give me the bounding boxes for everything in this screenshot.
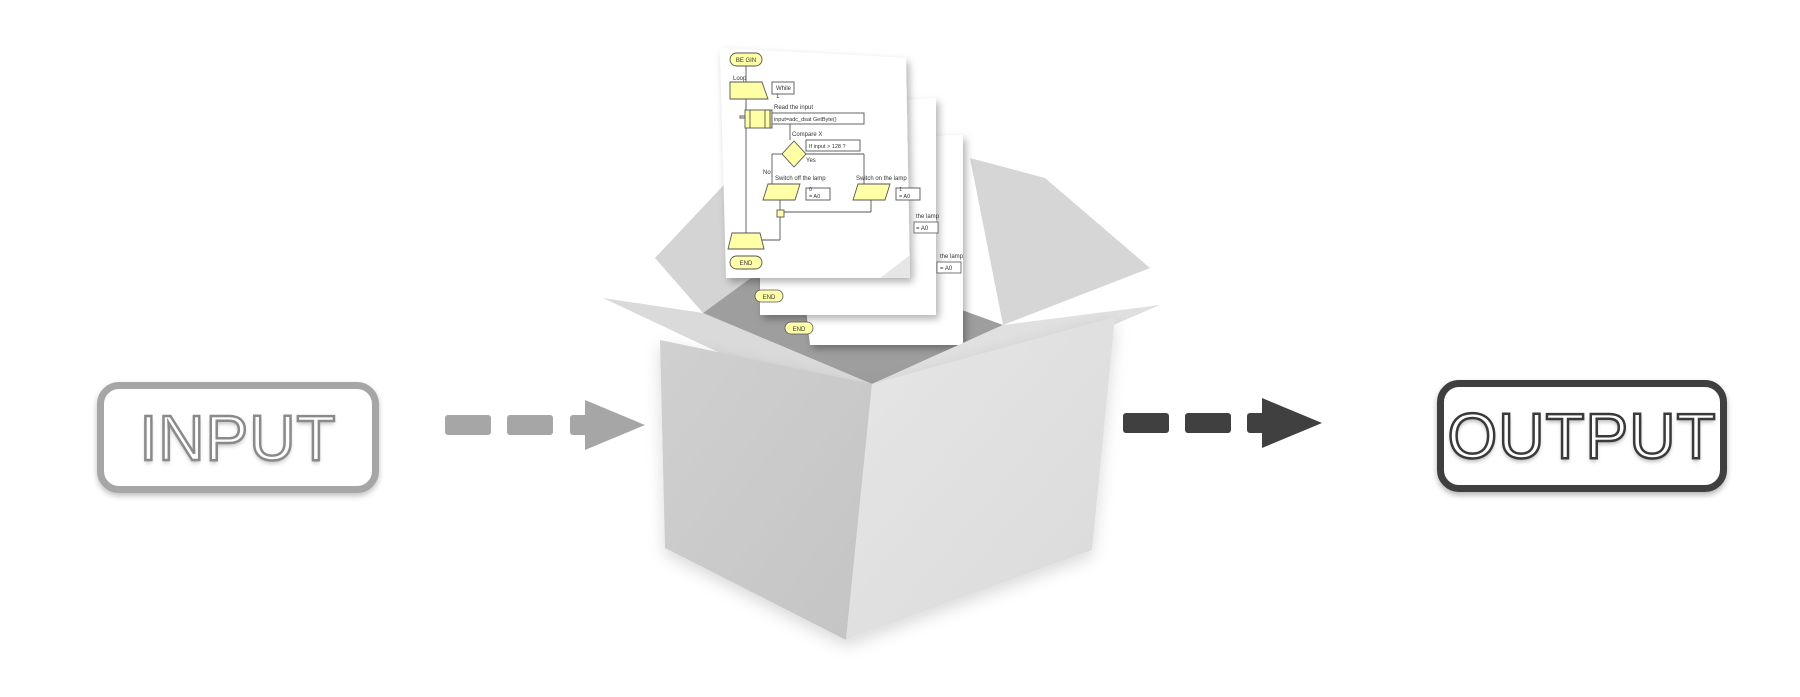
page3-output-label: = A0	[940, 266, 953, 272]
flow-out-off-2: = A0	[809, 194, 820, 200]
input-label: INPUT	[138, 400, 337, 475]
page3-end-label: END	[793, 327, 806, 333]
flow-switch-on: Switch on the lamp	[856, 176, 907, 182]
flow-yes: Yes	[806, 158, 816, 164]
box-body	[660, 317, 1115, 640]
flow-no: No	[763, 170, 771, 176]
flow-out-on-1: 1	[899, 187, 902, 193]
flow-loop: Loop	[733, 76, 747, 82]
flowchart-shapes	[727, 52, 921, 270]
flow-read-input: Read the input	[774, 105, 813, 111]
box-flap-front-left	[603, 298, 872, 385]
flow-condition: If input > 128 ?	[809, 144, 846, 150]
box-flap-back-right	[970, 158, 1150, 325]
flow-while-value: 1	[776, 94, 780, 100]
flow-out-on-2: = A0	[899, 194, 910, 200]
page-3-content	[784, 261, 962, 335]
output-label: OUTPUT	[1446, 399, 1717, 474]
box-front-face	[660, 340, 872, 640]
input-arrow	[445, 400, 645, 450]
page2-lamp-label: the lamp	[916, 214, 940, 220]
flow-out-off-1: 0	[809, 187, 812, 193]
flow-compare: Compare X	[792, 132, 822, 138]
output-arrow	[1123, 398, 1322, 448]
flow-input-expr: input=adc_dsat GetByte()	[774, 117, 837, 123]
flowchart-page-1	[720, 48, 910, 278]
flow-end: END	[740, 261, 753, 267]
page2-end-label: END	[763, 295, 776, 301]
flow-begin: BE GIN	[736, 58, 756, 64]
output-box: OUTPUT	[1437, 380, 1727, 492]
flow-switch-off: Switch off the lamp	[775, 176, 826, 182]
page3-lamp-label: the lamp	[940, 254, 964, 260]
flow-while: While	[776, 86, 792, 92]
input-box: INPUT	[97, 382, 379, 493]
page2-output-label: = A0	[916, 226, 929, 232]
box-right-face	[846, 317, 1115, 640]
page-2-content	[754, 221, 939, 303]
